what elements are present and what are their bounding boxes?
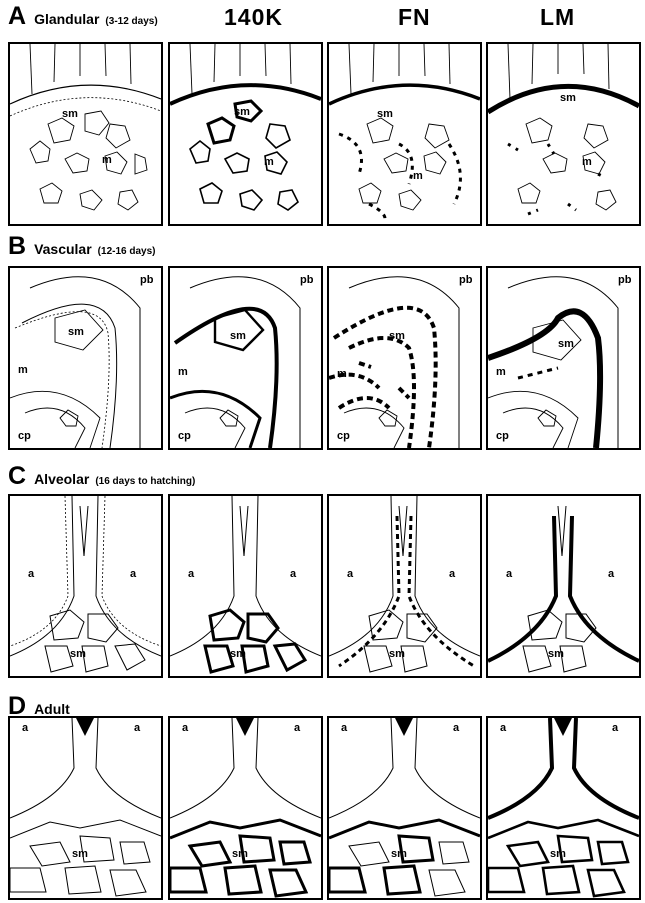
label-cp: cp <box>496 430 509 442</box>
panel-b-control: pb sm m cp <box>8 266 163 450</box>
label-cp: cp <box>18 430 31 442</box>
column-label-lm: LM <box>540 4 575 31</box>
vascular-tissue-drawing <box>329 268 480 448</box>
label-sm: sm <box>230 648 246 660</box>
label-sm: sm <box>550 848 566 860</box>
panel-b-lm: pb sm m cp <box>486 266 641 450</box>
column-label-140k: 140K <box>224 4 283 31</box>
label-m: m <box>582 156 592 168</box>
row-range: (16 days to hatching) <box>95 476 195 487</box>
label-sm: sm <box>68 326 84 338</box>
glandular-tissue-drawing <box>488 44 639 224</box>
label-a: a <box>294 722 300 734</box>
label-m: m <box>102 154 112 166</box>
row-name: Alveolar <box>34 471 89 487</box>
label-sm: sm <box>377 108 393 120</box>
row-header-b: B Vascular (12-16 days) <box>8 232 155 258</box>
panel-b-140k: pb sm m cp <box>168 266 323 450</box>
label-sm: sm <box>72 848 88 860</box>
label-m: m <box>178 366 188 378</box>
label-m: m <box>18 364 28 376</box>
panel-c-fn: a a sm <box>327 494 482 678</box>
adult-tissue-drawing <box>170 718 321 898</box>
label-a: a <box>134 722 140 734</box>
glandular-tissue-drawing <box>170 44 321 224</box>
row-header-a: A Glandular (3-12 days) <box>8 2 158 28</box>
row-letter: A <box>8 2 26 31</box>
adult-tissue-drawing <box>488 718 639 898</box>
label-sm: sm <box>234 106 250 118</box>
label-sm: sm <box>548 648 564 660</box>
row-name: Glandular <box>34 11 99 27</box>
label-pb: pb <box>300 274 313 286</box>
vascular-tissue-drawing <box>488 268 639 448</box>
label-sm: sm <box>389 330 405 342</box>
label-a: a <box>188 568 194 580</box>
label-m: m <box>337 368 347 380</box>
panel-c-lm: a a sm <box>486 494 641 678</box>
vascular-tissue-drawing <box>10 268 161 448</box>
label-sm: sm <box>560 92 576 104</box>
panel-d-fn: a a sm <box>327 716 482 900</box>
panel-d-lm: a a sm <box>486 716 641 900</box>
glandular-tissue-drawing <box>10 44 161 224</box>
label-m: m <box>264 156 274 168</box>
label-m: m <box>413 170 423 182</box>
column-label-fn: FN <box>398 4 431 31</box>
label-a: a <box>453 722 459 734</box>
label-sm: sm <box>558 338 574 350</box>
label-a: a <box>290 568 296 580</box>
row-letter: B <box>8 232 26 261</box>
label-sm: sm <box>389 648 405 660</box>
vascular-tissue-drawing <box>170 268 321 448</box>
label-a: a <box>449 568 455 580</box>
label-sm: sm <box>391 848 407 860</box>
label-a: a <box>612 722 618 734</box>
glandular-tissue-drawing <box>329 44 480 224</box>
label-a: a <box>22 722 28 734</box>
panel-d-140k: a a sm <box>168 716 323 900</box>
label-pb: pb <box>140 274 153 286</box>
label-sm: sm <box>232 848 248 860</box>
row-letter: C <box>8 462 26 491</box>
row-range: (3-12 days) <box>105 16 157 27</box>
label-a: a <box>130 568 136 580</box>
label-a: a <box>608 568 614 580</box>
panel-a-fn: sm m <box>327 42 482 226</box>
label-sm: sm <box>70 648 86 660</box>
row-header-c: C Alveolar (16 days to hatching) <box>8 462 195 488</box>
label-m: m <box>496 366 506 378</box>
panel-c-140k: a a sm <box>168 494 323 678</box>
panel-a-lm: sm m <box>486 42 641 226</box>
row-range: (12-16 days) <box>98 246 156 257</box>
panel-c-control: a a sm <box>8 494 163 678</box>
label-a: a <box>182 722 188 734</box>
row-header-d: D Adult <box>8 692 76 718</box>
adult-tissue-drawing <box>10 718 161 898</box>
label-pb: pb <box>459 274 472 286</box>
label-a: a <box>347 568 353 580</box>
label-a: a <box>500 722 506 734</box>
panel-a-control: sm m <box>8 42 163 226</box>
label-pb: pb <box>618 274 631 286</box>
row-name: Adult <box>34 701 70 717</box>
label-a: a <box>28 568 34 580</box>
panel-d-control: a a sm <box>8 716 163 900</box>
label-sm: sm <box>230 330 246 342</box>
row-name: Vascular <box>34 241 92 257</box>
adult-tissue-drawing <box>329 718 480 898</box>
label-a: a <box>506 568 512 580</box>
panel-a-140k: sm m <box>168 42 323 226</box>
label-cp: cp <box>178 430 191 442</box>
label-sm: sm <box>62 108 78 120</box>
panel-b-fn: pb sm m cp <box>327 266 482 450</box>
label-a: a <box>341 722 347 734</box>
label-cp: cp <box>337 430 350 442</box>
